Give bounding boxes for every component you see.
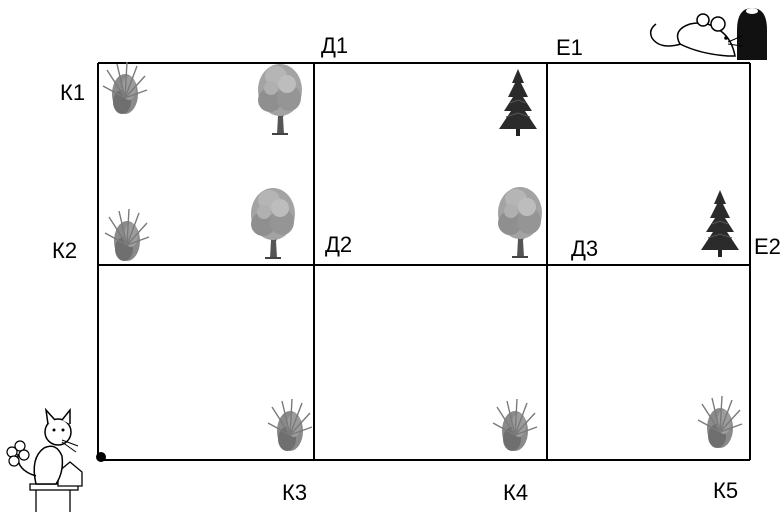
bush-icon xyxy=(103,62,147,114)
fir-tree-icon xyxy=(499,69,537,136)
label-e2: Е2 xyxy=(754,234,781,259)
label-k2: К2 xyxy=(52,238,77,263)
label-d2: Д2 xyxy=(325,232,352,257)
deciduous-tree-icon xyxy=(258,64,302,134)
label-k1: К1 xyxy=(60,80,85,105)
bush-icon xyxy=(698,396,742,448)
bush-icon xyxy=(493,399,537,451)
fir-tree-icon xyxy=(701,190,739,257)
deciduous-tree-icon xyxy=(251,188,295,258)
label-d1: Д1 xyxy=(321,33,348,58)
label-e1: Е1 xyxy=(556,35,583,60)
bush-icon xyxy=(105,209,149,261)
deciduous-tree-icon xyxy=(498,187,542,257)
label-k5: К5 xyxy=(713,478,738,503)
label-k3: К3 xyxy=(282,480,307,505)
label-k4: К4 xyxy=(503,480,528,505)
bush-icon xyxy=(268,399,312,451)
grid xyxy=(98,63,750,460)
cat-icon xyxy=(7,410,82,512)
mouse-icon xyxy=(651,8,767,60)
label-d3: Д3 xyxy=(571,236,598,261)
start-point xyxy=(96,452,106,462)
